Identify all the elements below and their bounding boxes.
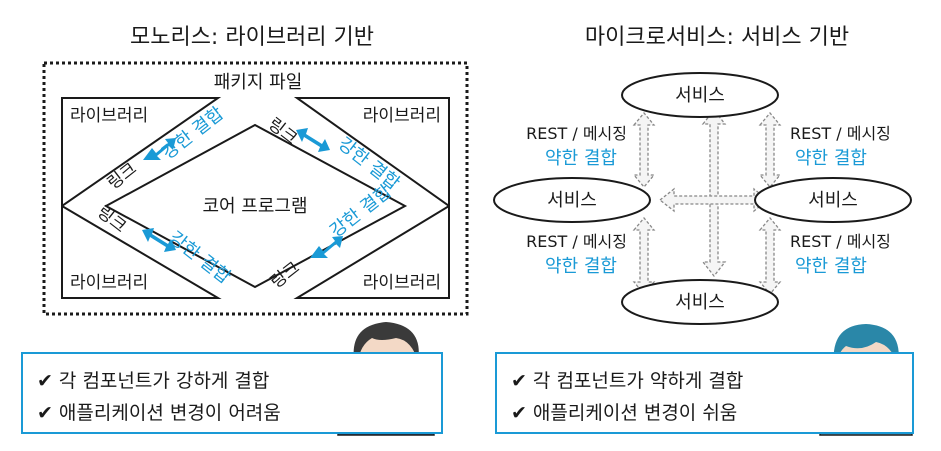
summary-item-text: 애플리케이션 변경이 쉬움: [532, 402, 738, 424]
library-top-right: [293, 97, 450, 208]
service-label: 서비스: [547, 190, 597, 211]
service-label: 서비스: [675, 292, 725, 313]
weak-coupling-label: 약한 결합: [545, 148, 617, 169]
link-arrow-icon: [310, 236, 343, 258]
service-label: 서비스: [808, 190, 858, 211]
library-label-bottom-right: 라이브러리: [363, 273, 441, 293]
library-top-left: [61, 97, 222, 208]
microservice-title: 마이크로서비스: 서비스 기반: [585, 25, 849, 50]
protocol-label: REST / 메시징: [526, 124, 627, 143]
link-arrow-icon: [296, 128, 330, 152]
service-bottom: [621, 279, 779, 325]
core-label: 코어 프로그램: [202, 196, 307, 217]
service-right: [754, 177, 912, 223]
summary-item: ✔애플리케이션 변경이 어려움: [37, 398, 281, 425]
check-icon: ✔: [37, 402, 53, 424]
link-arrow-icon: [143, 138, 176, 160]
summary-item-text: 각 컴포넌트가 강하게 결합: [58, 370, 270, 392]
library-label-top-left: 라이브러리: [70, 106, 148, 126]
summary-item: ✔각 컴포넌트가 약하게 결합: [511, 366, 743, 393]
summary-item: ✔애플리케이션 변경이 쉬움: [511, 398, 737, 425]
check-icon: ✔: [37, 370, 53, 392]
package-label: 패키지 파일: [214, 72, 303, 93]
library-bottom-left: [61, 204, 222, 299]
summary-item: ✔각 컴포넌트가 강하게 결합: [37, 366, 269, 393]
protocol-label: REST / 메시징: [790, 232, 891, 251]
library-label-top-right: 라이브러리: [363, 106, 441, 126]
monolith-title: 모노리스: 라이브러리 기반: [130, 25, 374, 50]
connection-arrows: [632, 108, 782, 296]
check-icon: ✔: [511, 402, 527, 424]
microservice-summary-box: ✔각 컴포넌트가 약하게 결합 ✔애플리케이션 변경이 쉬움: [495, 352, 914, 434]
core-diamond: [103, 123, 408, 289]
library-label-bottom-left: 라이브러리: [70, 273, 148, 293]
service-left: [493, 177, 651, 223]
service-label: 서비스: [675, 85, 725, 106]
library-bottom-right: [293, 204, 450, 299]
weak-coupling-label: 약한 결합: [795, 148, 867, 169]
protocol-label: REST / 메시징: [526, 232, 627, 251]
summary-item-text: 각 컴포넌트가 약하게 결합: [532, 370, 744, 392]
service-top: [621, 72, 779, 118]
weak-coupling-label: 약한 결합: [795, 256, 867, 277]
summary-item-text: 애플리케이션 변경이 어려움: [58, 402, 281, 424]
check-icon: ✔: [511, 370, 527, 392]
link-arrow-icon: [142, 228, 176, 252]
weak-coupling-label: 약한 결합: [545, 256, 617, 277]
monolith-summary-box: ✔각 컴포넌트가 강하게 결합 ✔애플리케이션 변경이 어려움: [21, 352, 443, 434]
package-border: [42, 61, 469, 316]
protocol-label: REST / 메시징: [790, 124, 891, 143]
